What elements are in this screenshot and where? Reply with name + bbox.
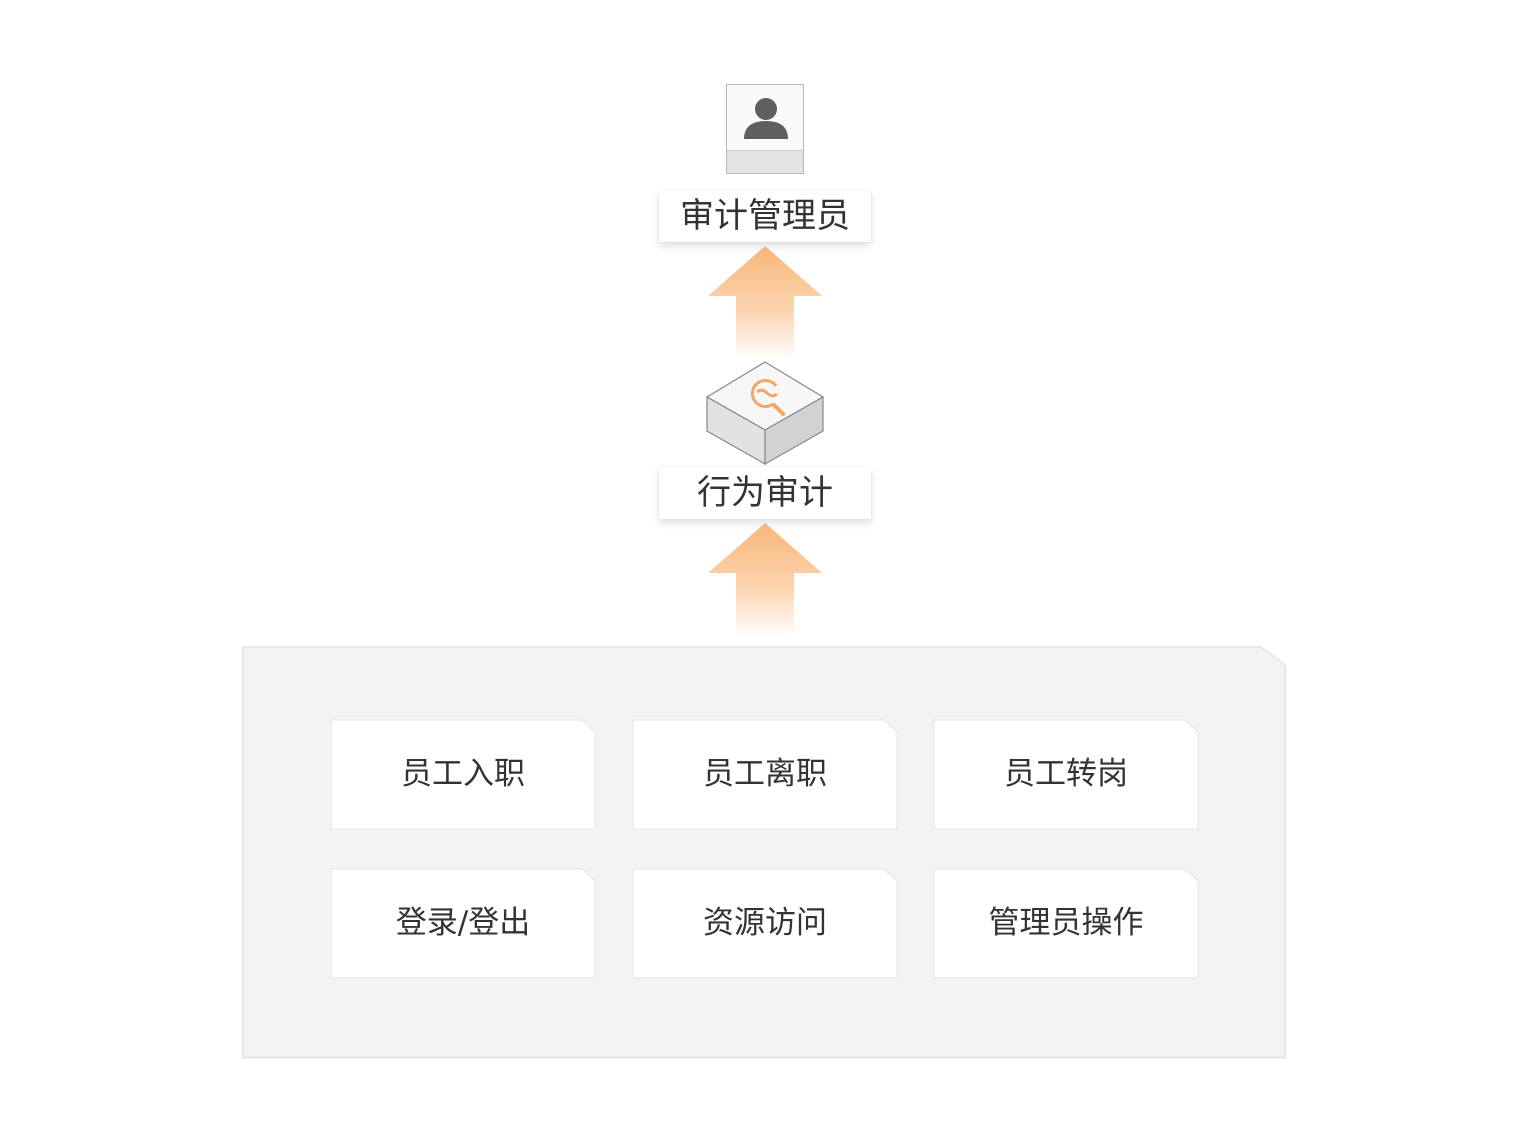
- event-card-onboarding: 员工入职: [330, 719, 596, 830]
- event-label: 员工离职: [703, 756, 827, 792]
- event-label: 员工入职: [401, 756, 525, 792]
- avatar-card-footer: [727, 150, 803, 173]
- upward-arrow-icon: [708, 523, 822, 637]
- event-card-transfer: 员工转岗: [933, 719, 1199, 830]
- admin-label: 审计管理员: [659, 190, 871, 242]
- event-label: 管理员操作: [988, 905, 1144, 941]
- event-label: 员工转岗: [1004, 756, 1128, 792]
- upward-arrow-icon: [708, 246, 822, 360]
- event-label: 登录/登出: [395, 905, 531, 941]
- event-card-admin-operation: 管理员操作: [933, 868, 1199, 979]
- event-label: 资源访问: [703, 905, 827, 941]
- event-card-resource-access: 资源访问: [632, 868, 898, 979]
- audit-search-icon: [750, 379, 785, 416]
- user-icon: [744, 98, 788, 139]
- event-card-offboarding: 员工离职: [632, 719, 898, 830]
- event-card-login-logout: 登录/登出: [330, 868, 596, 979]
- admin-avatar-card: [726, 84, 804, 174]
- audit-device: [705, 361, 825, 466]
- event-source-panel: [241, 645, 1287, 1059]
- audit-label: 行为审计: [659, 467, 871, 519]
